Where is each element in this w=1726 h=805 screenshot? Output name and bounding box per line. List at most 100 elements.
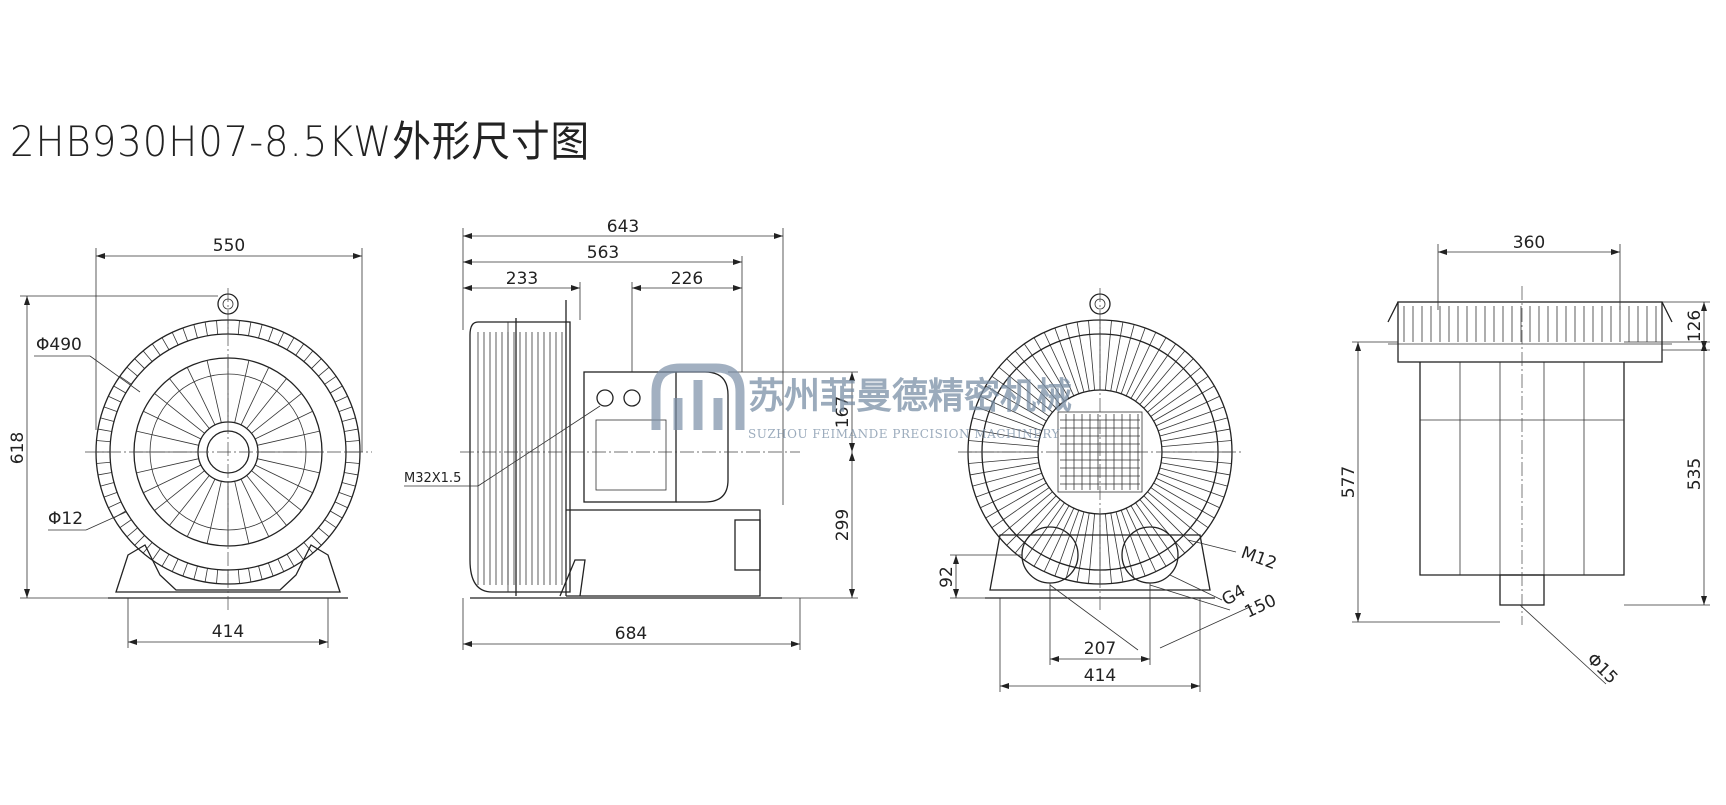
- cooling-fin: [1147, 491, 1202, 538]
- cooling-fin: [341, 482, 356, 487]
- rear-port-block: [989, 534, 1211, 591]
- cooling-fin: [100, 482, 115, 487]
- cooling-fin: [1014, 499, 1061, 554]
- cooling-fin: [1054, 327, 1080, 394]
- cooling-fin: [267, 562, 274, 577]
- cooling-fin: [286, 553, 295, 567]
- cooling-fin: [968, 440, 1039, 447]
- top-fins: [1403, 306, 1657, 342]
- cooling-fin: [975, 472, 1042, 498]
- cooling-fin: [248, 568, 252, 583]
- cooling-fin: [251, 470, 302, 511]
- cooling-fin: [277, 332, 285, 346]
- cooling-fin: [318, 527, 330, 538]
- cooling-fin: [975, 406, 1042, 432]
- top-total-height-label: 577: [1339, 466, 1359, 498]
- cooling-fin: [182, 562, 189, 577]
- watermark-logo-icon: [651, 363, 745, 430]
- cooling-fin: [1110, 512, 1124, 583]
- cooling-fin: [1120, 510, 1146, 577]
- rear-bolt-label: M12: [1238, 543, 1279, 574]
- cooling-fin: [234, 360, 250, 423]
- front-base-label: 414: [212, 622, 244, 642]
- cooling-fin: [1023, 502, 1065, 561]
- cooling-fin: [1125, 508, 1157, 572]
- side-cable-gland: [623, 389, 641, 407]
- cooling-fin: [1054, 510, 1080, 577]
- cooling-fin: [277, 558, 285, 572]
- cooling-fin: [151, 343, 161, 356]
- cooling-fin: [246, 378, 287, 429]
- front-height-label: 618: [8, 432, 28, 464]
- cooling-fin: [1115, 511, 1135, 580]
- cooling-fin: [972, 417, 1041, 437]
- cooling-fin: [1043, 508, 1075, 572]
- cooling-fin: [134, 535, 145, 546]
- cooling-fin: [1130, 505, 1167, 567]
- cooling-fin: [1158, 406, 1225, 432]
- cooling-fin: [1105, 320, 1112, 391]
- cooling-fin: [1110, 321, 1124, 392]
- cooling-fin: [1076, 321, 1090, 392]
- top-housing: [1397, 301, 1663, 363]
- cooling-fin: [1105, 513, 1112, 584]
- cooling-fin: [329, 385, 343, 394]
- top-view: 360 126 577 535 Φ15: [1339, 233, 1710, 688]
- cooling-fin: [237, 320, 240, 335]
- leader: [89, 355, 141, 393]
- cooling-fin: [96, 461, 111, 464]
- cooling-fin: [257, 458, 320, 474]
- leader: [1187, 539, 1237, 553]
- cooling-fin: [1159, 417, 1228, 437]
- cooling-fin: [96, 440, 111, 443]
- cooling-fin: [248, 321, 252, 336]
- cooling-fin: [968, 457, 1039, 464]
- cooling-fin: [206, 360, 222, 423]
- cooling-fin: [97, 472, 112, 476]
- cooling-fin: [311, 358, 322, 369]
- cooling-fin: [136, 458, 199, 474]
- side-fins: [477, 332, 563, 585]
- cooling-fin: [324, 375, 337, 385]
- cooling-fin: [969, 428, 1040, 442]
- cooling-fin: [972, 467, 1041, 487]
- cooling-fin: [295, 548, 305, 561]
- cooling-fin: [126, 527, 138, 538]
- cooling-fin: [1153, 482, 1215, 519]
- cooling-fin: [969, 462, 1040, 476]
- cooling-fin: [1033, 337, 1070, 399]
- cooling-fin: [134, 358, 145, 369]
- cooling-fin: [182, 327, 189, 342]
- side-motor-foot: [734, 519, 761, 571]
- cooling-fin: [1156, 395, 1220, 427]
- cooling-fin: [206, 481, 222, 544]
- side-view: 643 563 233 226 167 299 M32X1.5 684: [404, 217, 858, 650]
- cooling-fin: [254, 464, 313, 494]
- cooling-fin: [108, 501, 122, 509]
- cooling-fin: [303, 542, 314, 554]
- cooling-fin: [108, 395, 122, 403]
- cooling-fin: [991, 375, 1050, 417]
- front-fins: [96, 320, 360, 584]
- top-body-height-label: 535: [1685, 458, 1705, 490]
- cooling-fin: [1150, 375, 1209, 417]
- cooling-fin: [100, 417, 115, 422]
- side-left-label: 233: [506, 269, 538, 289]
- cooling-fin: [246, 475, 287, 526]
- cooling-fin: [303, 350, 314, 362]
- front-view: 550 618 Φ490 Φ12 414: [8, 236, 372, 648]
- cooling-fin: [154, 470, 205, 511]
- side-terminal-box: [583, 371, 677, 503]
- cooling-fin: [1143, 358, 1194, 409]
- rear-view: 92 M12 G4 150 207 414: [937, 288, 1280, 692]
- cooling-fin: [1033, 505, 1070, 567]
- cooling-fin: [161, 553, 170, 567]
- top-drain-label: Φ15: [1582, 649, 1621, 688]
- cooling-fin: [237, 569, 240, 584]
- dim-ext: [1049, 584, 1139, 651]
- cooling-fin: [338, 406, 353, 413]
- top-width-label: 360: [1513, 233, 1545, 253]
- cooling-fin: [119, 375, 132, 385]
- cooling-fin: [142, 542, 153, 554]
